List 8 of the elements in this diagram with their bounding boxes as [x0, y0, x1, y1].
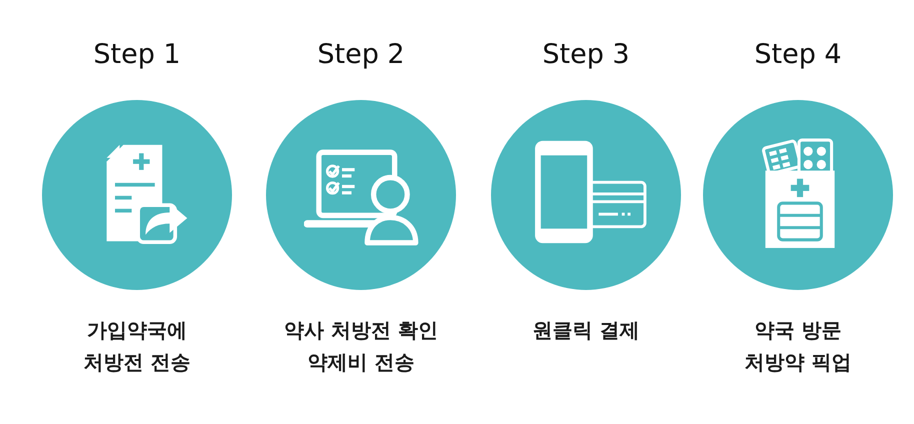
step-heading: Step 2 [317, 38, 405, 72]
step-caption: 원클릭 결제 [532, 317, 640, 344]
step-heading: Step 4 [754, 38, 842, 72]
step-heading: Step 1 [93, 38, 181, 72]
step-caption: 약사 처방전 확인 약제비 전송 [283, 317, 439, 376]
step-heading: Step 3 [542, 38, 630, 72]
step-caption: 가입약국에 처방전 전송 [82, 317, 192, 376]
step-caption: 약국 방문 처방약 픽업 [744, 317, 852, 376]
